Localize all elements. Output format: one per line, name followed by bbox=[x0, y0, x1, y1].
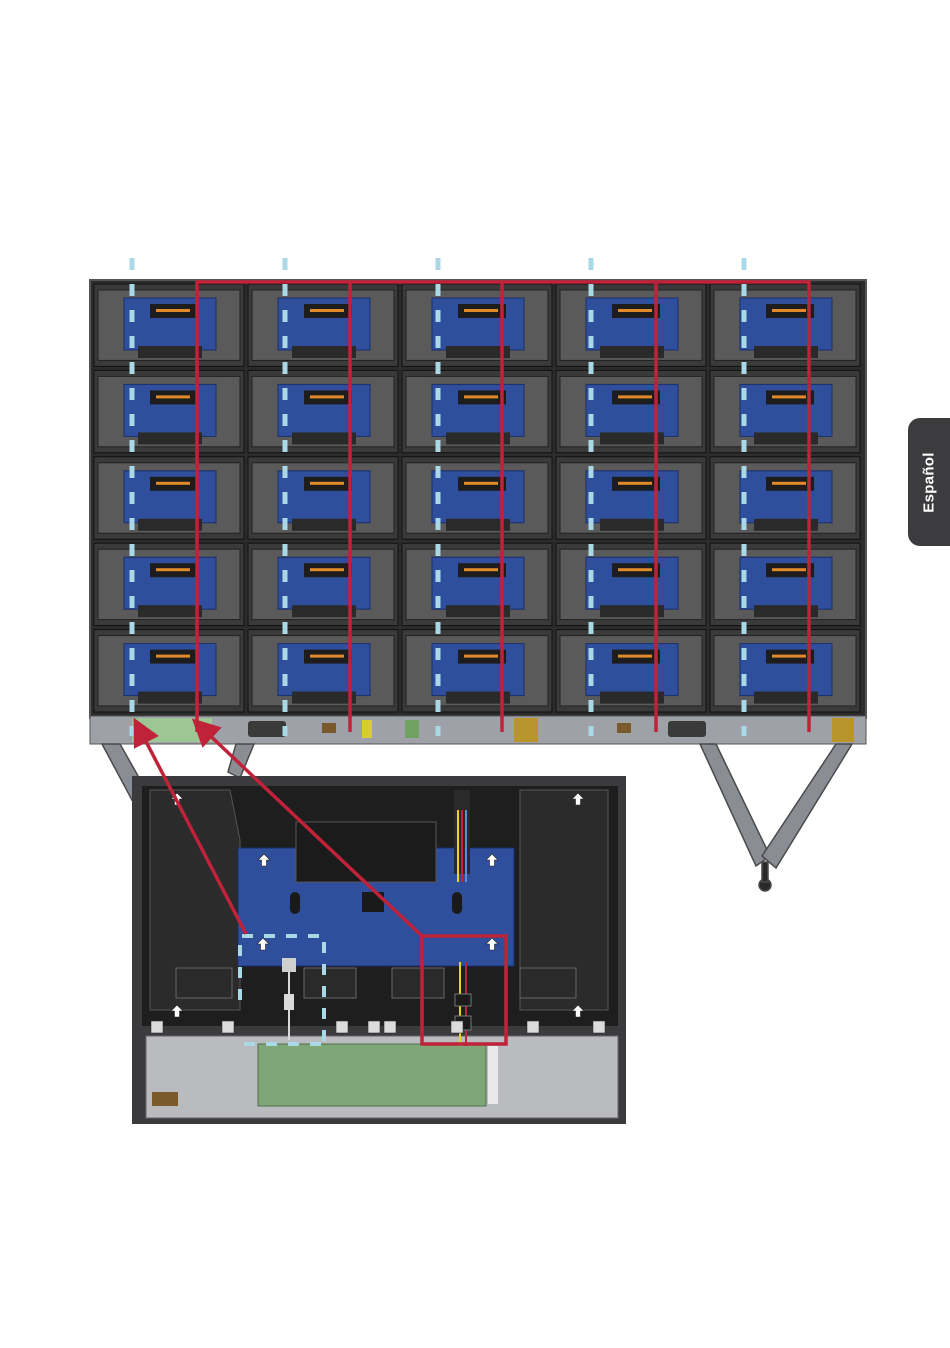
led-cabinet bbox=[402, 630, 552, 712]
led-cabinet bbox=[556, 284, 706, 366]
led-cabinet bbox=[402, 543, 552, 625]
language-tab[interactable]: Español bbox=[908, 418, 950, 546]
led-cabinet bbox=[94, 543, 244, 625]
led-cabinet bbox=[402, 284, 552, 366]
led-cabinet bbox=[248, 457, 398, 539]
led-cabinet bbox=[248, 630, 398, 712]
led-cabinet bbox=[710, 457, 860, 539]
led-cabinet bbox=[402, 370, 552, 452]
led-cabinet bbox=[94, 284, 244, 366]
led-cabinet bbox=[94, 630, 244, 712]
led-cabinet bbox=[94, 370, 244, 452]
led-cabinet bbox=[248, 543, 398, 625]
led-cabinet bbox=[556, 630, 706, 712]
led-cabinet bbox=[710, 543, 860, 625]
led-cabinet bbox=[402, 457, 552, 539]
detail-inset bbox=[132, 776, 626, 1124]
language-tab-label: Español bbox=[921, 452, 938, 512]
led-cabinet bbox=[248, 370, 398, 452]
led-cabinet bbox=[94, 457, 244, 539]
led-cabinet bbox=[556, 543, 706, 625]
led-cabinet bbox=[710, 630, 860, 712]
led-cabinet bbox=[556, 370, 706, 452]
led-cabinet bbox=[710, 284, 860, 366]
led-cabinet bbox=[556, 457, 706, 539]
led-cabinet bbox=[248, 284, 398, 366]
led-cabinet bbox=[710, 370, 860, 452]
